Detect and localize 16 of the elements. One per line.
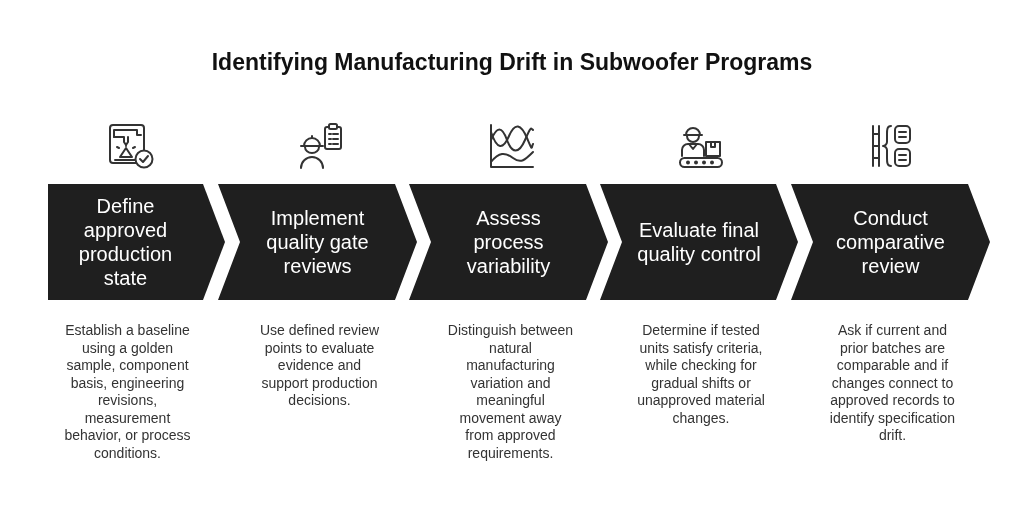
- step-description: Establish a baseline using a golden sample, component basis, engineering revisions, measurement behavior, or process conditions.: [63, 322, 192, 462]
- step-title: Assess process variability: [465, 206, 552, 278]
- step-description: Distinguish between natural manufacturing variation and meaningful movement away from approved requirements.: [446, 322, 575, 462]
- step-description: Use defined review points to evaluate evidence and support production decisions.: [258, 322, 381, 410]
- step-title: Conduct comparative review: [835, 206, 946, 278]
- step-title: Define approved production state: [77, 194, 174, 290]
- step-description: Ask if current and prior batches are comparable and if changes connect to approved records to identify specification drift.: [828, 322, 957, 445]
- step-title: Evaluate final quality control: [636, 218, 762, 266]
- chevron-step: [48, 184, 225, 300]
- title: Identifying Manufacturing Drift in Subwoofer Programs: [210, 48, 814, 76]
- step-title: Implement quality gate reviews: [265, 206, 370, 278]
- step-description: Determine if tested units satisfy criteria, while checking for gradual shifts or unapproved material changes.: [636, 322, 766, 427]
- chevron-step: [218, 184, 417, 300]
- chevron-step: [791, 184, 990, 300]
- chevron-step: [409, 184, 608, 300]
- chevron-step: [600, 184, 798, 300]
